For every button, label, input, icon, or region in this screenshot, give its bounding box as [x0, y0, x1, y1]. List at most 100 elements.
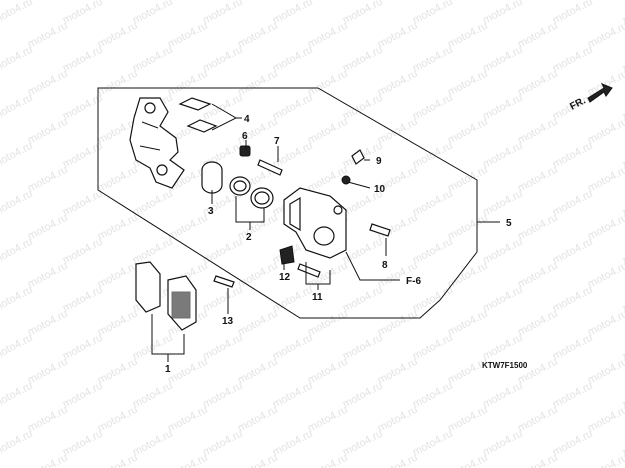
watermark-text: moto4.ru	[411, 428, 455, 459]
watermark-text: moto4.ru	[516, 68, 560, 99]
watermark-text: moto4.ru	[446, 404, 490, 435]
watermark-text: moto4.ru	[96, 68, 140, 99]
watermark-text: moto4.ru	[0, 44, 35, 75]
watermark-text: moto4.ru	[131, 0, 175, 27]
watermark-text: moto4.ru	[306, 404, 350, 435]
watermark-text: moto4.ru	[166, 212, 210, 243]
watermark-text: moto4.ru	[271, 284, 315, 315]
watermark-text: moto4.ru	[551, 44, 595, 75]
watermark-text: moto4.ru	[376, 356, 420, 387]
watermark-text: moto4.ru	[551, 284, 595, 315]
watermark-text: moto4.ru	[586, 212, 625, 243]
diagram-code: KTW7F1500	[482, 361, 528, 370]
watermark-text: moto4.ru	[411, 380, 455, 411]
watermark-text: moto4.ru	[236, 20, 280, 51]
watermark-text: moto4.ru	[26, 164, 70, 195]
watermark-text: moto4.ru	[96, 356, 140, 387]
watermark-text: moto4.ru	[271, 428, 315, 459]
watermark-text: moto4.ru	[166, 68, 210, 99]
watermark-text: moto4.ru	[551, 332, 595, 363]
watermark-text: moto4.ru	[96, 260, 140, 291]
watermark-text: moto4.ru	[586, 356, 625, 387]
watermark-text: moto4.ru	[61, 44, 105, 75]
watermark-text: moto4.ru	[61, 284, 105, 315]
watermark-text: moto4.ru	[236, 452, 280, 468]
watermark-text: moto4.ru	[411, 332, 455, 363]
watermark-text: moto4.ru	[0, 0, 35, 27]
watermark-text: moto4.ru	[0, 140, 35, 171]
watermark-text: moto4.ru	[61, 0, 105, 27]
watermark-text: moto4.ru	[376, 116, 420, 147]
watermark-text: moto4.ru	[0, 428, 35, 459]
watermark-text: moto4.ru	[306, 116, 350, 147]
watermark-text: moto4.ru	[201, 236, 245, 267]
watermark-text: moto4.ru	[516, 212, 560, 243]
watermark-text: moto4.ru	[271, 380, 315, 411]
watermark-text: moto4.ru	[26, 404, 70, 435]
brake-pads	[135, 261, 197, 331]
watermark-text: moto4.ru	[481, 236, 525, 267]
callout-labels: 4 6 7 9 10 3 2 5 8 12 11 F-6 13 1 KTW7F1…	[165, 95, 588, 375]
watermark-text: moto4.ru	[271, 0, 315, 27]
watermark-text: moto4.ru	[446, 116, 490, 147]
watermark-text: moto4.ru	[166, 356, 210, 387]
watermark-text: moto4.ru	[201, 44, 245, 75]
watermark-text: moto4.ru	[516, 260, 560, 291]
watermark-text: moto4.ru	[586, 452, 625, 468]
watermark-text: moto4.ru	[551, 0, 595, 27]
watermark-text: moto4.ru	[376, 308, 420, 339]
watermark-text: moto4.ru	[166, 20, 210, 51]
watermark-text: moto4.ru	[446, 164, 490, 195]
watermark-text: moto4.ru	[0, 284, 35, 315]
watermark-text: moto4.ru	[0, 380, 35, 411]
watermark-text: moto4.ru	[551, 236, 595, 267]
watermark-text: moto4.ru	[481, 188, 525, 219]
watermark-text: moto4.ru	[411, 92, 455, 123]
watermark-text: moto4.ru	[306, 452, 350, 468]
watermark-text: moto4.ru	[551, 188, 595, 219]
watermark-text: moto4.ru	[271, 44, 315, 75]
watermark-text: moto4.ru	[481, 140, 525, 171]
pin-bolt-13	[213, 275, 235, 288]
watermark-text: moto4.ru	[586, 20, 625, 51]
pin-bolt-8	[369, 223, 391, 237]
watermark-text: moto4.ru	[96, 164, 140, 195]
watermark-text: moto4.ru	[376, 20, 420, 51]
caliper-piston	[201, 161, 223, 194]
watermark-text: moto4.ru	[411, 284, 455, 315]
caliper-bracket	[129, 97, 185, 189]
watermark-text: moto4.ru	[411, 44, 455, 75]
watermark-text: moto4.ru	[26, 68, 70, 99]
watermark-text: moto4.ru	[411, 140, 455, 171]
callout-11: 11	[312, 292, 323, 303]
watermark-text: moto4.ru	[96, 452, 140, 468]
watermark-text: moto4.ru	[26, 116, 70, 147]
watermark-text: moto4.ru	[341, 380, 385, 411]
watermark-text: moto4.ru	[61, 428, 105, 459]
front-direction-arrow	[587, 83, 613, 103]
watermark-text: moto4.ru	[341, 0, 385, 27]
watermark-text: moto4.ru	[201, 428, 245, 459]
watermark-text: moto4.ru	[586, 308, 625, 339]
watermark-text: moto4.ru	[26, 452, 70, 468]
callout-13: 13	[222, 316, 234, 327]
watermark-text: moto4.ru	[551, 380, 595, 411]
watermark-text: moto4.ru	[376, 452, 420, 468]
watermark-text: moto4.ru	[131, 44, 175, 75]
watermark-text: moto4.ru	[341, 44, 385, 75]
pin-boot-12	[279, 245, 295, 265]
callout-7: 7	[274, 136, 280, 147]
callout-3: 3	[208, 206, 214, 217]
watermark-text: moto4.ru	[481, 44, 525, 75]
callout-5: 5	[506, 218, 512, 229]
watermark-text: moto4.ru	[271, 332, 315, 363]
watermark-text: moto4.ru	[166, 404, 210, 435]
watermark-text: moto4.ru	[236, 260, 280, 291]
callout-1: 1	[165, 364, 171, 375]
watermark-text: moto4.ru	[236, 404, 280, 435]
watermark-text: moto4.ru	[446, 212, 490, 243]
piston-seals	[229, 176, 274, 209]
watermark-text: moto4.ru	[481, 332, 525, 363]
watermark-text: moto4.ru	[481, 428, 525, 459]
